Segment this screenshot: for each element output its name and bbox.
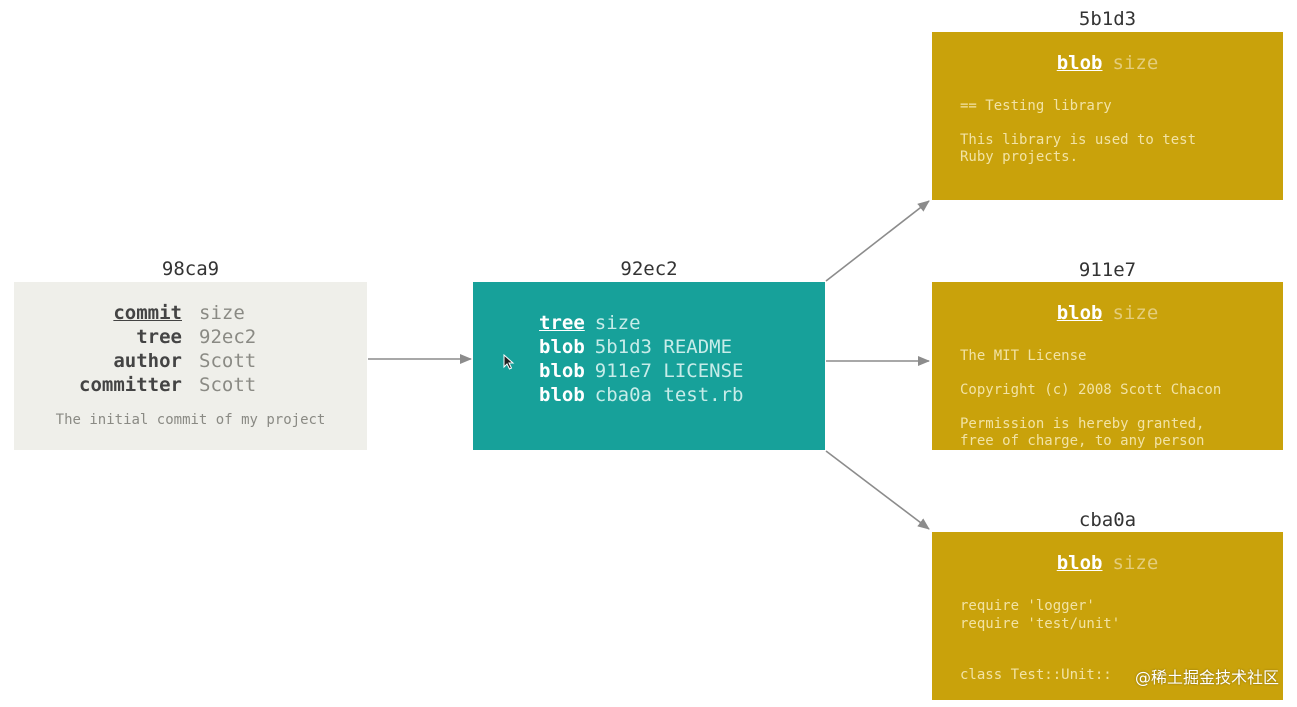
- commit-tree-value: 92ec2: [199, 326, 257, 348]
- blob-content-line: require 'logger': [960, 598, 1095, 614]
- tree-size-label: size: [594, 312, 641, 334]
- tree-entry-type: blob: [539, 336, 585, 358]
- watermark: @稀土掘金技术社区: [1134, 668, 1279, 687]
- tree-entry-type: blob: [539, 384, 585, 406]
- commit-row-author: author Scott: [14, 350, 367, 374]
- blob-size-label: size: [1112, 552, 1159, 574]
- blob-object-box-test-rb: blob size require 'logger' require 'test/…: [932, 532, 1283, 700]
- blob-content-line: Copyright (c) 2008 Scott Chacon: [960, 382, 1222, 398]
- arrow-tree-to-blob-5b1d3: [825, 200, 930, 282]
- commit-committer-value: Scott: [199, 374, 257, 396]
- blob-header: blob size: [932, 552, 1283, 574]
- commit-message: The initial commit of my project: [55, 412, 326, 428]
- blob-hash-label: cba0a: [1078, 509, 1137, 531]
- commit-author-value: Scott: [199, 350, 257, 372]
- blob-object-box-readme: blob size == Testing library This library…: [932, 32, 1283, 200]
- commit-hash-label: 98ca9: [161, 258, 220, 280]
- blob-content-line: free of charge, to any person: [960, 433, 1205, 449]
- blob-size-label: size: [1112, 52, 1159, 74]
- blob-type-label: blob: [1056, 552, 1103, 574]
- commit-row-tree: tree 92ec2: [14, 326, 367, 350]
- tree-entry-test-rb: blob cba0a test.rb: [539, 384, 743, 408]
- blob-content-line: Ruby projects.: [960, 149, 1079, 165]
- blob-content-line: require 'test/unit': [960, 616, 1121, 632]
- tree-type-label: tree: [539, 312, 585, 334]
- tree-entry-license: blob 911e7 LICENSE: [539, 360, 743, 384]
- blob-hash-label: 911e7: [1078, 259, 1137, 281]
- tree-hash-label: 92ec2: [620, 258, 678, 280]
- commit-author-key: author: [113, 350, 182, 372]
- commit-row-committer: committer Scott: [14, 374, 367, 398]
- blob-type-label: blob: [1056, 52, 1103, 74]
- commit-object-box: commit size tree 92ec2 author Scott comm…: [14, 282, 367, 450]
- blob-header: blob size: [932, 52, 1283, 74]
- blob-object-box-license: blob size The MIT License Copyright (c) 2…: [932, 282, 1283, 450]
- blob-hash-label: 5b1d3: [1078, 8, 1137, 30]
- tree-entry-readme: blob 5b1d3 README: [539, 336, 732, 360]
- tree-object-box: tree size blob 5b1d3 README blob 911e7 LICE…: [473, 282, 825, 450]
- blob-content-line: class Test::Unit::: [960, 667, 1112, 683]
- blob-type-label: blob: [1056, 302, 1103, 324]
- blob-content-line: == Testing library: [960, 98, 1112, 114]
- tree-row-header: tree size: [539, 312, 641, 336]
- blob-header: blob size: [932, 302, 1283, 324]
- commit-size-label: size: [199, 302, 245, 324]
- commit-type-label: commit: [113, 302, 182, 324]
- mouse-cursor-icon: [503, 354, 515, 370]
- blob-size-label: size: [1112, 302, 1159, 324]
- blob-content-line: The MIT License: [960, 348, 1087, 364]
- commit-row-header: commit size: [14, 302, 367, 326]
- blob-content-line: This library is used to test: [960, 132, 1197, 148]
- arrow-tree-to-blob-cba0a: [825, 450, 930, 530]
- commit-committer-key: committer: [79, 374, 182, 396]
- commit-tree-key: tree: [136, 326, 182, 348]
- blob-content-line: Permission is hereby granted,: [960, 416, 1205, 432]
- tree-entry-value: cba0a test.rb: [594, 384, 744, 406]
- tree-entry-value: 5b1d3 README: [594, 336, 733, 358]
- tree-entry-value: 911e7 LICENSE: [594, 360, 744, 382]
- tree-entry-type: blob: [539, 360, 585, 382]
